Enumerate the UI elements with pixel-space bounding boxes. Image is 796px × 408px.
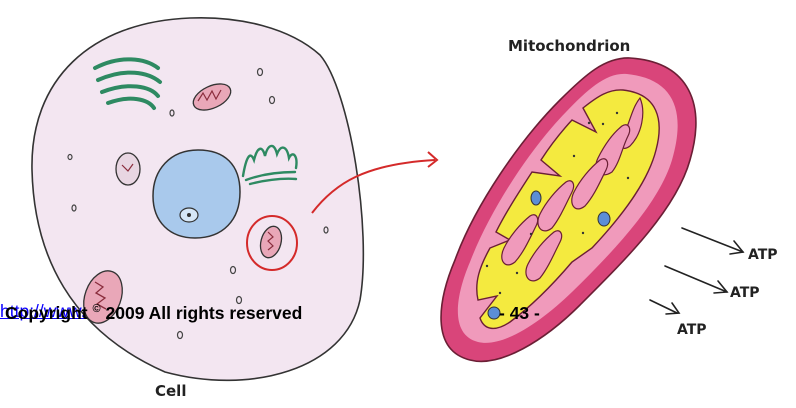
page-footer: Copyright © 2009 All rights reserved - 4… — [0, 301, 796, 325]
copyright-symbol: © — [93, 303, 101, 315]
atp-arrow-1 — [682, 228, 743, 252]
cell-title: Cell — [155, 382, 186, 400]
copyright-notice: Copyright © 2009 All rights reserved — [5, 303, 302, 324]
cell — [32, 18, 437, 381]
atp-arrow-2 — [665, 266, 727, 292]
atp-label: ATP — [730, 285, 760, 301]
cell-mitochondrion-left — [116, 153, 140, 185]
page-number: - 43 - — [499, 303, 540, 324]
atp-label: ATP — [748, 247, 778, 263]
copyright-text: 2009 All rights reserved — [106, 303, 303, 323]
copyright-prefix: Copyright — [5, 303, 88, 323]
nucleus — [153, 150, 240, 238]
mitochondrion-title: Mitochondrion — [508, 37, 630, 55]
